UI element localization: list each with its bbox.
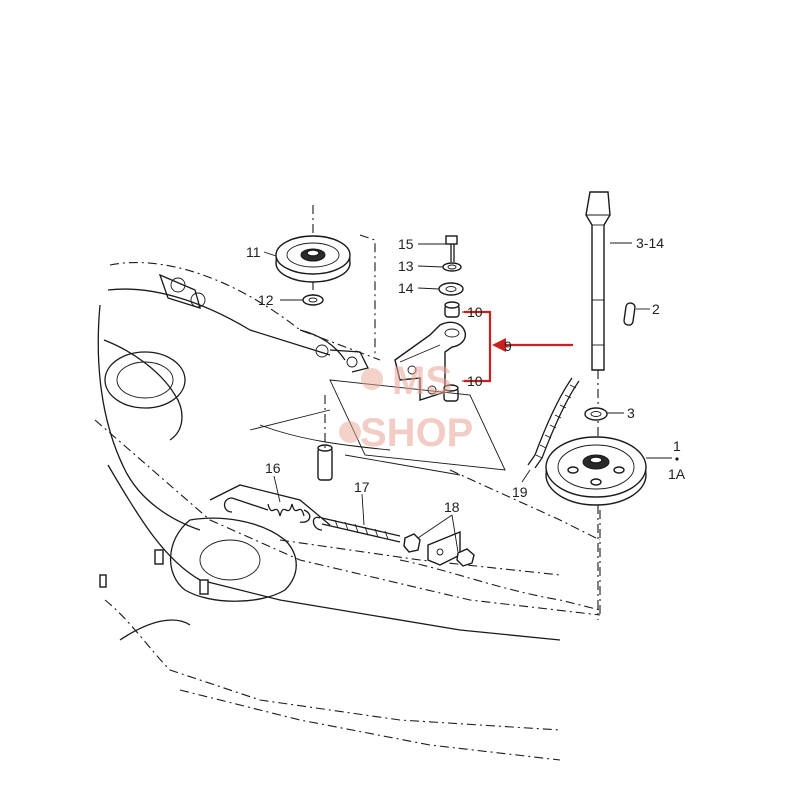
bushing-lower bbox=[443, 384, 459, 402]
label-9: 9 bbox=[504, 338, 512, 354]
label-19: 19 bbox=[512, 484, 528, 500]
label-16: 16 bbox=[265, 460, 281, 476]
label-18: 18 bbox=[444, 499, 460, 515]
bracket-nut bbox=[456, 548, 475, 567]
flat-washer bbox=[438, 282, 464, 296]
idler-pulley bbox=[275, 235, 351, 283]
ms-shop-watermark: MS SHOP bbox=[339, 359, 473, 455]
label-15: 15 bbox=[398, 236, 414, 252]
adjuster-nut bbox=[403, 533, 421, 553]
label-17: 17 bbox=[354, 479, 370, 495]
deck-plane-outline bbox=[259, 424, 391, 451]
label-1a: 1A bbox=[668, 466, 686, 482]
tension-rod bbox=[312, 516, 401, 543]
label-3: 3 bbox=[627, 405, 635, 421]
label-1: 1 bbox=[673, 438, 681, 454]
label-3-14: 3-14 bbox=[636, 235, 664, 251]
mower-deck-frame bbox=[94, 205, 601, 761]
drive-pulley bbox=[545, 436, 647, 506]
label-12: 12 bbox=[258, 292, 274, 308]
drive-belt bbox=[527, 377, 580, 469]
shaft-key bbox=[623, 302, 636, 326]
callout-dot bbox=[675, 457, 679, 461]
idler-washer bbox=[302, 294, 324, 306]
label-2: 2 bbox=[652, 301, 660, 317]
hex-bolt bbox=[445, 235, 458, 262]
label-13: 13 bbox=[398, 258, 414, 274]
part-number-labels: 11 12 15 13 14 10 10 9 3-14 2 3 1 1A 19 … bbox=[246, 235, 686, 515]
watermark-bottom: SHOP bbox=[360, 411, 473, 455]
bushing-upper bbox=[444, 301, 460, 318]
shaft-spacer bbox=[584, 407, 608, 421]
watermark-top: MS bbox=[392, 359, 452, 403]
label-10-lower: 10 bbox=[467, 373, 483, 389]
drive-shaft bbox=[585, 191, 611, 620]
tension-spring bbox=[223, 497, 311, 523]
pivot-pin bbox=[317, 395, 333, 481]
label-14: 14 bbox=[398, 280, 414, 296]
lock-washer bbox=[442, 262, 462, 272]
tension-arm bbox=[394, 321, 467, 401]
highlight-callout bbox=[464, 310, 573, 383]
label-10-upper: 10 bbox=[467, 304, 483, 320]
label-11: 11 bbox=[246, 244, 261, 260]
